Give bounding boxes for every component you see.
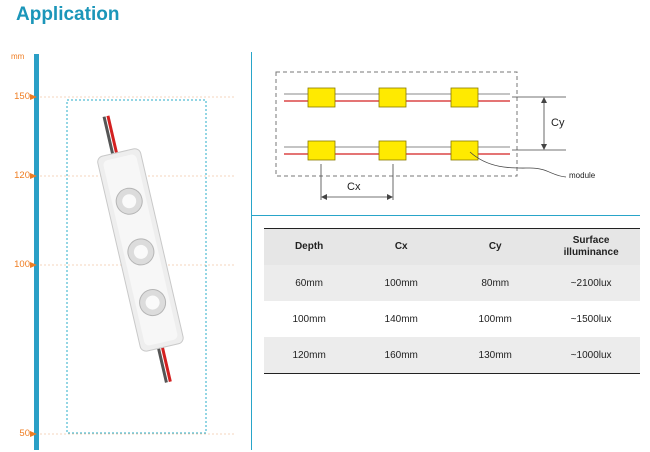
ruler-tick-100: 100 [14, 259, 30, 270]
cx-label: Cx [347, 181, 361, 193]
header-cy: Cy [448, 228, 543, 265]
section-divider-vertical [251, 52, 252, 450]
module-r1-2 [378, 87, 407, 108]
cell-cx: 100mm [354, 265, 449, 301]
module-r2-2 [378, 140, 407, 161]
module-label: module [569, 171, 596, 180]
page-title: Application [16, 4, 120, 25]
ruler-tick-150: 150 [14, 91, 30, 102]
ruler-tick-120: 120 [14, 170, 30, 181]
ruler-tick-50: 50 [19, 428, 30, 439]
header-surface-illuminance: Surface illuminance [542, 228, 640, 265]
cell-illuminance: ~1500lux [542, 301, 640, 337]
cell-illuminance: ~2100lux [542, 265, 640, 301]
cell-cx: 160mm [354, 337, 449, 374]
depth-ruler [30, 54, 236, 450]
cell-cy: 130mm [448, 337, 543, 374]
header-depth: Depth [264, 228, 355, 265]
cell-depth: 120mm [264, 337, 355, 374]
module-r1-1 [307, 87, 336, 108]
spacing-diagram [275, 71, 567, 200]
cell-illuminance: ~1000lux [542, 337, 640, 374]
table-header-row: Depth Cx Cy Surface illuminance [264, 228, 640, 265]
led-module-image [97, 115, 184, 383]
cell-depth: 100mm [264, 301, 355, 337]
module-r1-3 [450, 87, 479, 108]
cell-cx: 140mm [354, 301, 449, 337]
table-row: 60mm 100mm 80mm ~2100lux [264, 265, 640, 301]
ruler-unit-label: mm [11, 52, 25, 61]
cell-depth: 60mm [264, 265, 355, 301]
header-cx: Cx [354, 228, 449, 265]
module-r2-3 [450, 140, 479, 161]
cy-label: Cy [551, 117, 565, 129]
cell-cy: 100mm [448, 301, 543, 337]
section-divider-horizontal [251, 215, 640, 216]
table-row: 100mm 140mm 100mm ~1500lux [264, 301, 640, 337]
module-r2-1 [307, 140, 336, 161]
cell-cy: 80mm [448, 265, 543, 301]
table-row: 120mm 160mm 130mm ~1000lux [264, 337, 640, 374]
spec-table: Depth Cx Cy Surface illuminance 60mm 100… [264, 228, 640, 374]
